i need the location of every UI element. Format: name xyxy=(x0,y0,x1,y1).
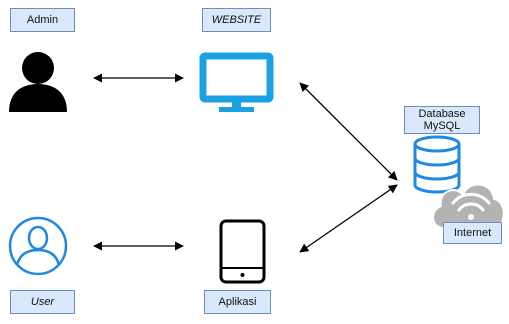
database-label-line2: MySQL xyxy=(423,120,461,132)
user-outline-icon xyxy=(8,216,68,276)
admin-label-text: Admin xyxy=(26,13,59,26)
aplikasi-label: Aplikasi xyxy=(204,290,271,314)
user-label-text: User xyxy=(30,295,55,308)
website-label: WEBSITE xyxy=(202,8,271,32)
arrow-website-database xyxy=(299,82,398,181)
database-label-line1: Database xyxy=(418,108,466,120)
admin-label: Admin xyxy=(10,8,75,32)
cloud-wifi-icon xyxy=(432,183,505,229)
internet-label-text: Internet xyxy=(453,226,492,239)
arrow-aplikasi-database xyxy=(299,184,398,253)
user-label: User xyxy=(10,290,75,314)
database-label: Database MySQL xyxy=(404,106,480,134)
database-icon xyxy=(413,135,461,194)
website-label-text: WEBSITE xyxy=(211,13,262,26)
monitor-icon xyxy=(199,52,274,112)
internet-label: Internet xyxy=(443,222,502,244)
aplikasi-label-text: Aplikasi xyxy=(218,295,257,308)
admin-person-icon xyxy=(9,52,67,112)
tablet-icon xyxy=(219,219,266,284)
